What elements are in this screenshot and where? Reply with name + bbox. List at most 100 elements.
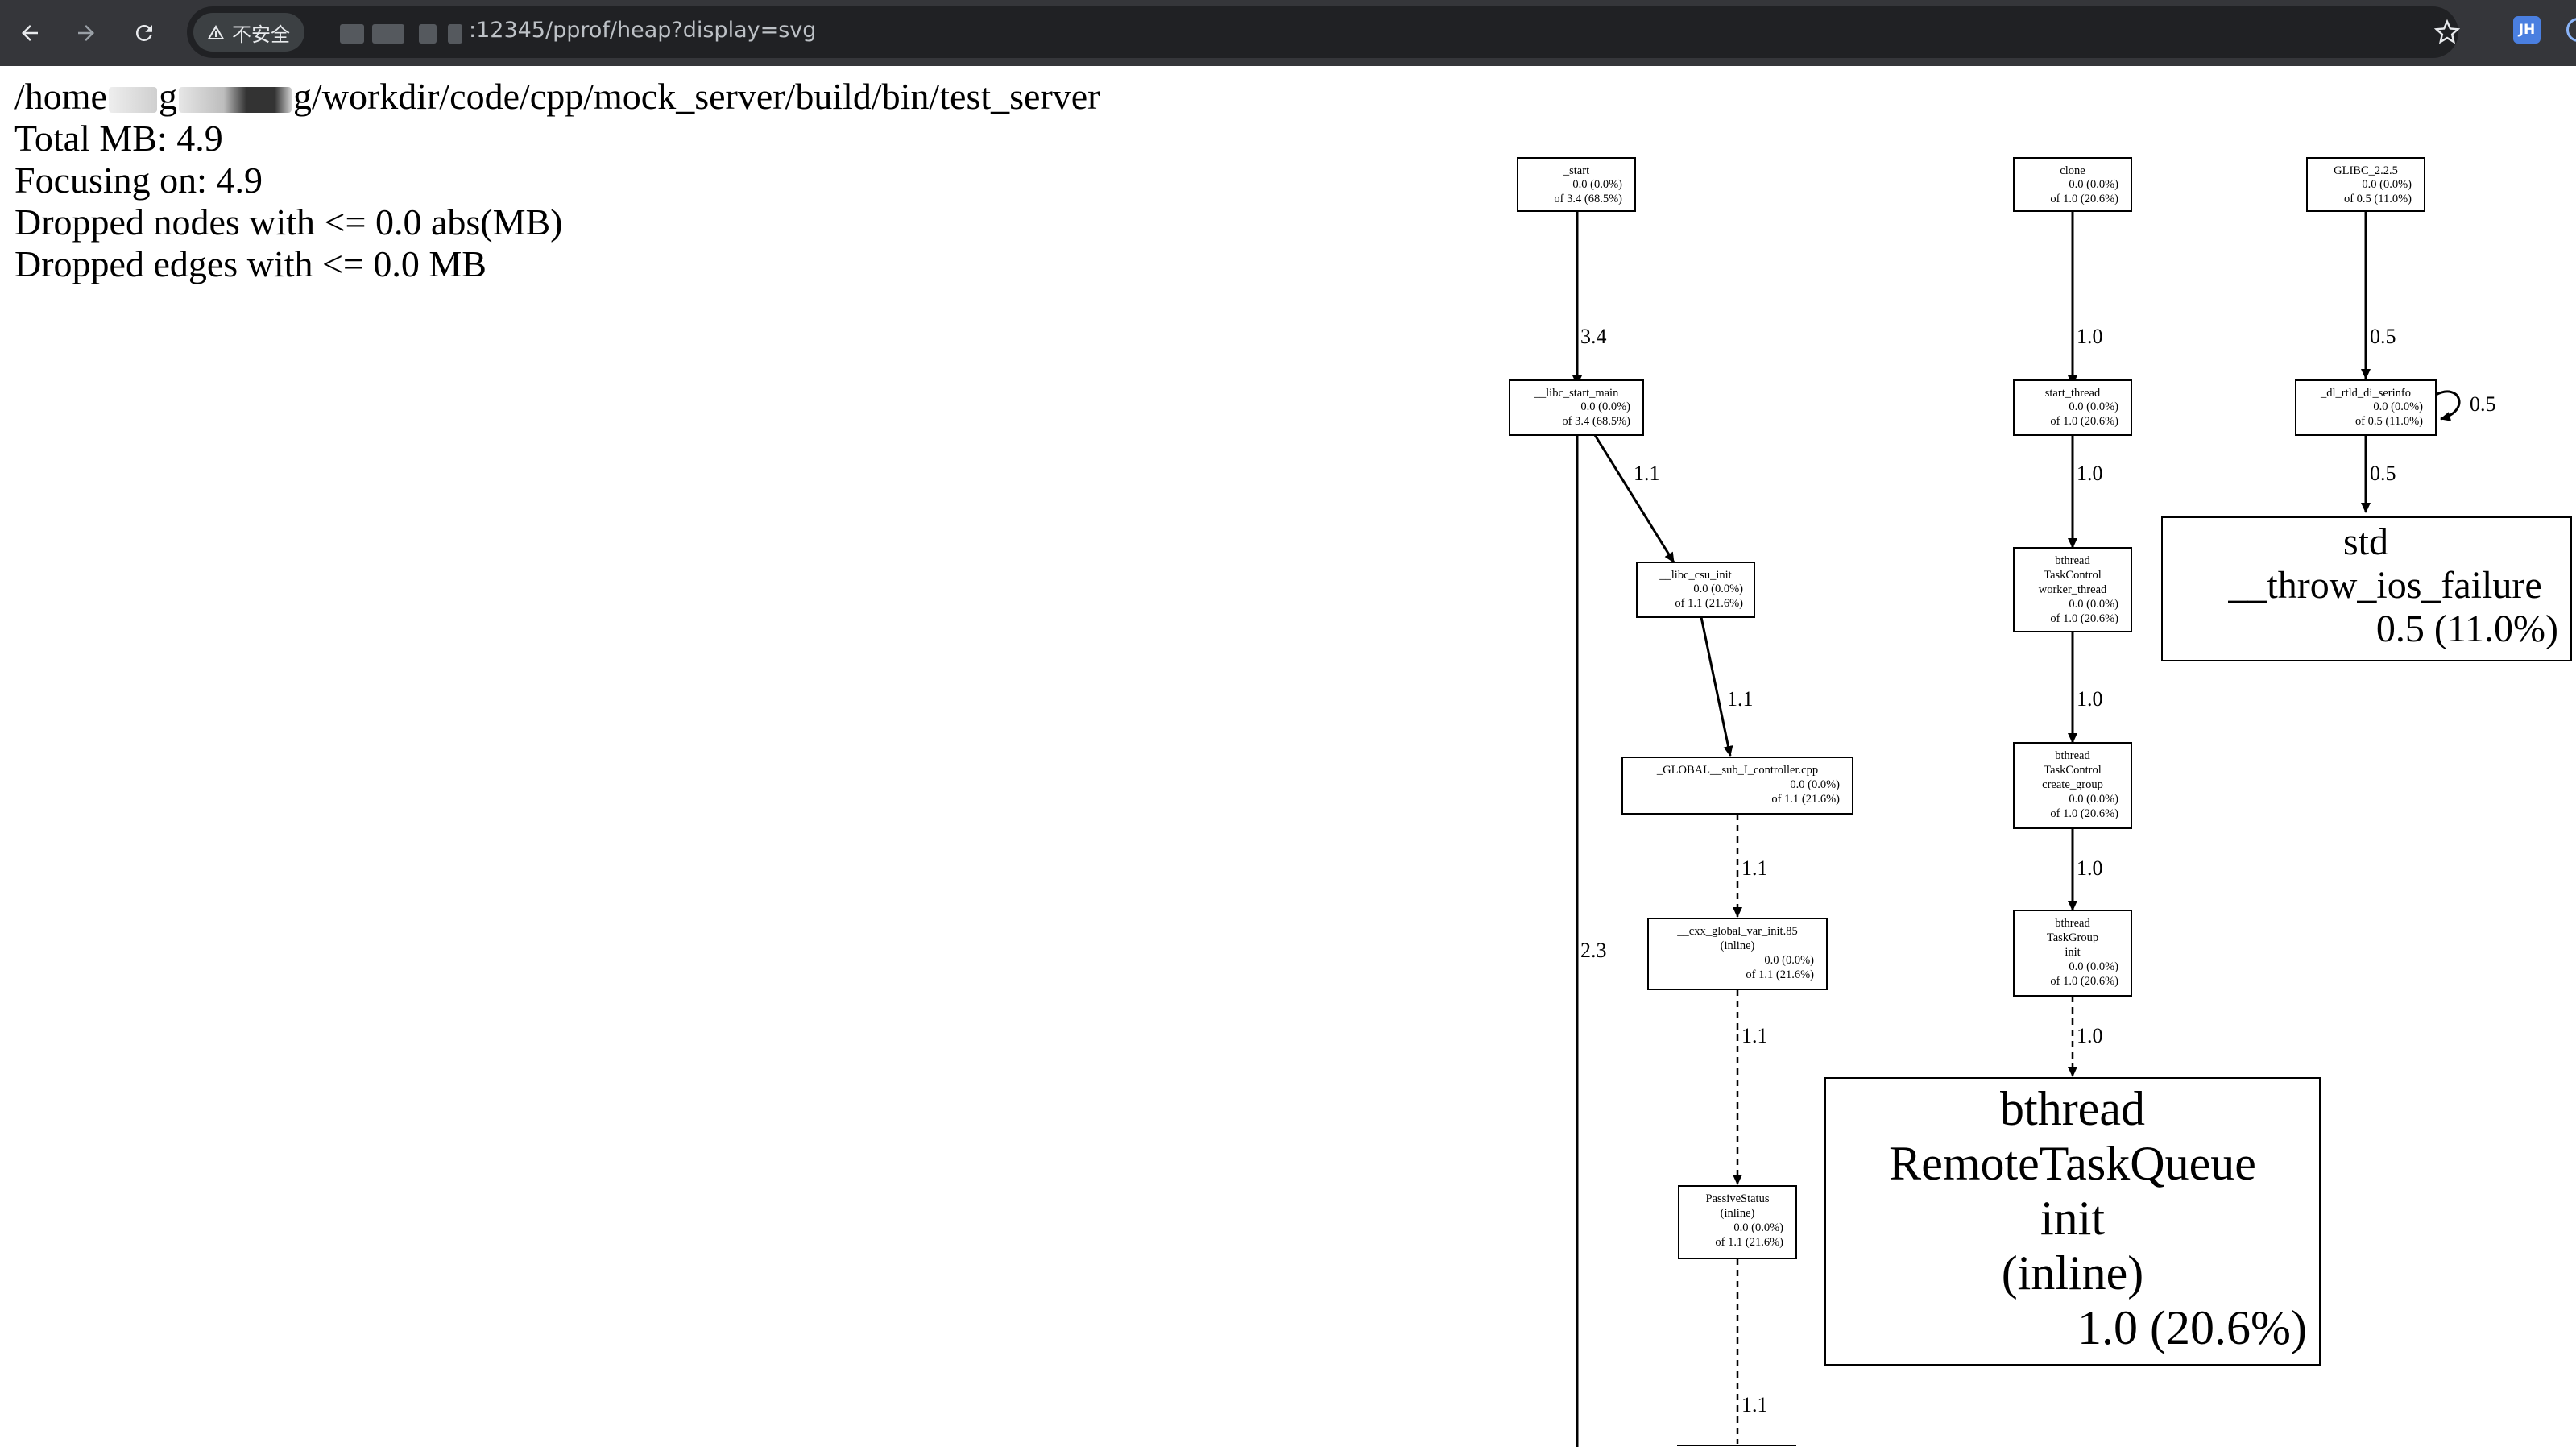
node-worker-thread[interactable]: bthread TaskControl worker_thread 0.0 (0… (2013, 547, 2132, 632)
edge-label: 1.0 (2077, 462, 2103, 485)
focusing-on: Focusing on: 4.9 (14, 160, 263, 201)
edge-label: 3.4 (1580, 325, 1607, 348)
node-libc-csu-init[interactable]: __libc_csu_init 0.0 (0.0%) of 1.1 (21.6%… (1636, 562, 1755, 618)
url-redaction (448, 24, 462, 44)
address-bar[interactable]: 不安全 :12345/pprof/heap?display=svg (187, 6, 2458, 58)
svg-text:of 0.5 (11.0%): of 0.5 (11.0%) (2344, 193, 2412, 205)
node-libc-start-main[interactable]: __libc_start_main 0.0 (0.0%) of 3.4 (68.… (1509, 379, 1644, 436)
svg-text:0.0 (0.0%): 0.0 (0.0%) (2373, 400, 2423, 413)
url-redaction (419, 24, 437, 44)
svg-text:0.0 (0.0%): 0.0 (0.0%) (1572, 178, 1622, 191)
edge-label: 0.5 (2370, 325, 2396, 348)
svg-text:of 1.0 (20.6%): of 1.0 (20.6%) (2050, 612, 2118, 625)
bookmark-star-button[interactable] (2429, 15, 2465, 50)
svg-text:start_thread: start_thread (2045, 387, 2101, 400)
svg-text:0.0 (0.0%): 0.0 (0.0%) (1790, 778, 1840, 791)
warning-icon (207, 25, 225, 39)
svg-text:bthread: bthread (2000, 1082, 2145, 1135)
svg-text:of 1.1 (21.6%): of 1.1 (21.6%) (1675, 597, 1743, 610)
dropped-edges: Dropped edges with <= 0.0 MB (14, 243, 487, 284)
edge-label: 1.1 (1741, 1393, 1768, 1416)
svg-text:RemoteTaskQueue: RemoteTaskQueue (1889, 1137, 2256, 1190)
svg-text:of 1.0 (20.6%): of 1.0 (20.6%) (2050, 193, 2118, 205)
svg-text:0.0 (0.0%): 0.0 (0.0%) (1733, 1221, 1783, 1234)
node-clone[interactable]: clone 0.0 (0.0%) of 1.0 (20.6%) (2013, 157, 2132, 212)
svg-text:0.0 (0.0%): 0.0 (0.0%) (1764, 954, 1814, 967)
svg-text:of 1.0 (20.6%): of 1.0 (20.6%) (2050, 807, 2118, 820)
svg-text:_GLOBAL__sub_I_controller.cpp: _GLOBAL__sub_I_controller.cpp (1656, 764, 1818, 777)
edge-label: 1.1 (1727, 687, 1754, 711)
svg-text:worker_thread: worker_thread (2039, 583, 2107, 596)
node-global-sub-i[interactable]: _GLOBAL__sub_I_controller.cpp 0.0 (0.0%)… (1621, 757, 1853, 815)
svg-text:of 1.1 (21.6%): of 1.1 (21.6%) (1715, 1236, 1783, 1249)
svg-text:1.0 (20.6%): 1.0 (20.6%) (2077, 1301, 2307, 1354)
profile-avatar[interactable]: JH (2513, 16, 2541, 44)
url-redaction (372, 24, 404, 44)
svg-text:of 1.0 (20.6%): of 1.0 (20.6%) (2050, 415, 2118, 428)
svg-text:(inline): (inline) (1721, 939, 1755, 952)
back-button[interactable] (8, 11, 52, 55)
edge-label: 1.1 (1741, 856, 1768, 880)
svg-text:init: init (2065, 946, 2080, 959)
security-chip[interactable]: 不安全 (193, 13, 304, 52)
svg-text:of 3.4 (68.5%): of 3.4 (68.5%) (1562, 415, 1630, 428)
svg-text:0.0 (0.0%): 0.0 (0.0%) (2069, 960, 2118, 973)
node-throw-ios-failure[interactable]: std __throw_ios_failure 0.5 (11.0%) (2161, 516, 2572, 661)
node-cxx-global-var-init[interactable]: __cxx_global_var_init.85 (inline) 0.0 (0… (1647, 918, 1828, 990)
edge-label: 1.0 (2077, 687, 2103, 711)
svg-text:of 3.4 (68.5%): of 3.4 (68.5%) (1554, 193, 1622, 205)
svg-text:0.5 (11.0%): 0.5 (11.0%) (2376, 607, 2558, 650)
edge-label: 1.1 (1741, 1024, 1768, 1047)
svg-text:of 1.0 (20.6%): of 1.0 (20.6%) (2050, 975, 2118, 988)
svg-text:PassiveStatus: PassiveStatus (1706, 1192, 1770, 1205)
svg-text:of 1.1 (21.6%): of 1.1 (21.6%) (1746, 968, 1814, 981)
dropped-nodes: Dropped nodes with <= 0.0 abs(MB) (14, 201, 563, 243)
svg-text:0.0 (0.0%): 0.0 (0.0%) (1580, 400, 1630, 413)
svg-text:TaskControl: TaskControl (2044, 764, 2101, 777)
svg-text:_start: _start (1563, 164, 1589, 177)
svg-text:bthread: bthread (2055, 917, 2090, 930)
svg-text:__cxx_global_var_init.85: __cxx_global_var_init.85 (1676, 925, 1797, 938)
svg-text:of 1.1 (21.6%): of 1.1 (21.6%) (1771, 793, 1840, 806)
svg-text:0.0 (0.0%): 0.0 (0.0%) (2069, 598, 2118, 611)
star-icon (2434, 19, 2460, 44)
forward-button[interactable] (64, 11, 108, 55)
node-create-group[interactable]: bthread TaskControl create_group 0.0 (0.… (2013, 742, 2132, 829)
url-text: :12345/pprof/heap?display=svg (469, 18, 817, 43)
svg-text:0.0 (0.0%): 0.0 (0.0%) (2069, 178, 2118, 191)
edge-label: 1.0 (2077, 856, 2103, 880)
svg-text:GLIBC_2.2.5: GLIBC_2.2.5 (2334, 164, 2398, 177)
svg-text:init: init (2040, 1192, 2105, 1245)
node-start-thread[interactable]: start_thread 0.0 (0.0%) of 1.0 (20.6%) (2013, 379, 2132, 436)
svg-text:(inline): (inline) (1721, 1207, 1755, 1220)
svg-text:0.0 (0.0%): 0.0 (0.0%) (1693, 583, 1743, 595)
browser-toolbar: 不安全 :12345/pprof/heap?display=svg JH (0, 0, 2576, 66)
svg-text:TaskGroup: TaskGroup (2047, 931, 2098, 944)
edge-label: 1.0 (2077, 1024, 2103, 1047)
node-passive-status[interactable]: PassiveStatus (inline) 0.0 (0.0%) of 1.1… (1678, 1185, 1797, 1259)
svg-text:(inline): (inline) (2002, 1246, 2144, 1300)
back-arrow-icon (22, 25, 38, 41)
edge-label: 0.5 (2470, 392, 2496, 416)
svg-text:TaskControl: TaskControl (2044, 569, 2101, 582)
edge-label: 2.3 (1580, 939, 1607, 962)
path-redaction (108, 87, 157, 114)
svg-text:bthread: bthread (2055, 554, 2090, 567)
total-mb: Total MB: 4.9 (14, 118, 223, 159)
svg-text:0.0 (0.0%): 0.0 (0.0%) (2069, 400, 2118, 413)
node-remote-task-queue[interactable]: bthread RemoteTaskQueue init (inline) 1.… (1824, 1077, 2321, 1366)
edge-csu-global (1700, 616, 1733, 757)
svg-text:std: std (2343, 520, 2388, 563)
node-dl-rtld-di-serinfo[interactable]: _dl_rtld_di_serinfo 0.0 (0.0%) of 0.5 (1… (2295, 379, 2437, 436)
node-taskgroup-init[interactable]: bthread TaskGroup init 0.0 (0.0%) of 1.0… (2013, 910, 2132, 997)
node-glibc[interactable]: GLIBC_2.2.5 0.0 (0.0%) of 0.5 (11.0%) (2306, 157, 2425, 212)
edge-main-csu (1593, 434, 1675, 563)
path-redaction (178, 87, 292, 114)
svg-text:bthread: bthread (2055, 749, 2090, 762)
edge-label: 1.1 (1634, 462, 1660, 485)
svg-text:0.0 (0.0%): 0.0 (0.0%) (2362, 178, 2412, 191)
node-start[interactable]: _start 0.0 (0.0%) of 3.4 (68.5%) (1517, 157, 1636, 212)
forward-arrow-icon (78, 25, 94, 41)
